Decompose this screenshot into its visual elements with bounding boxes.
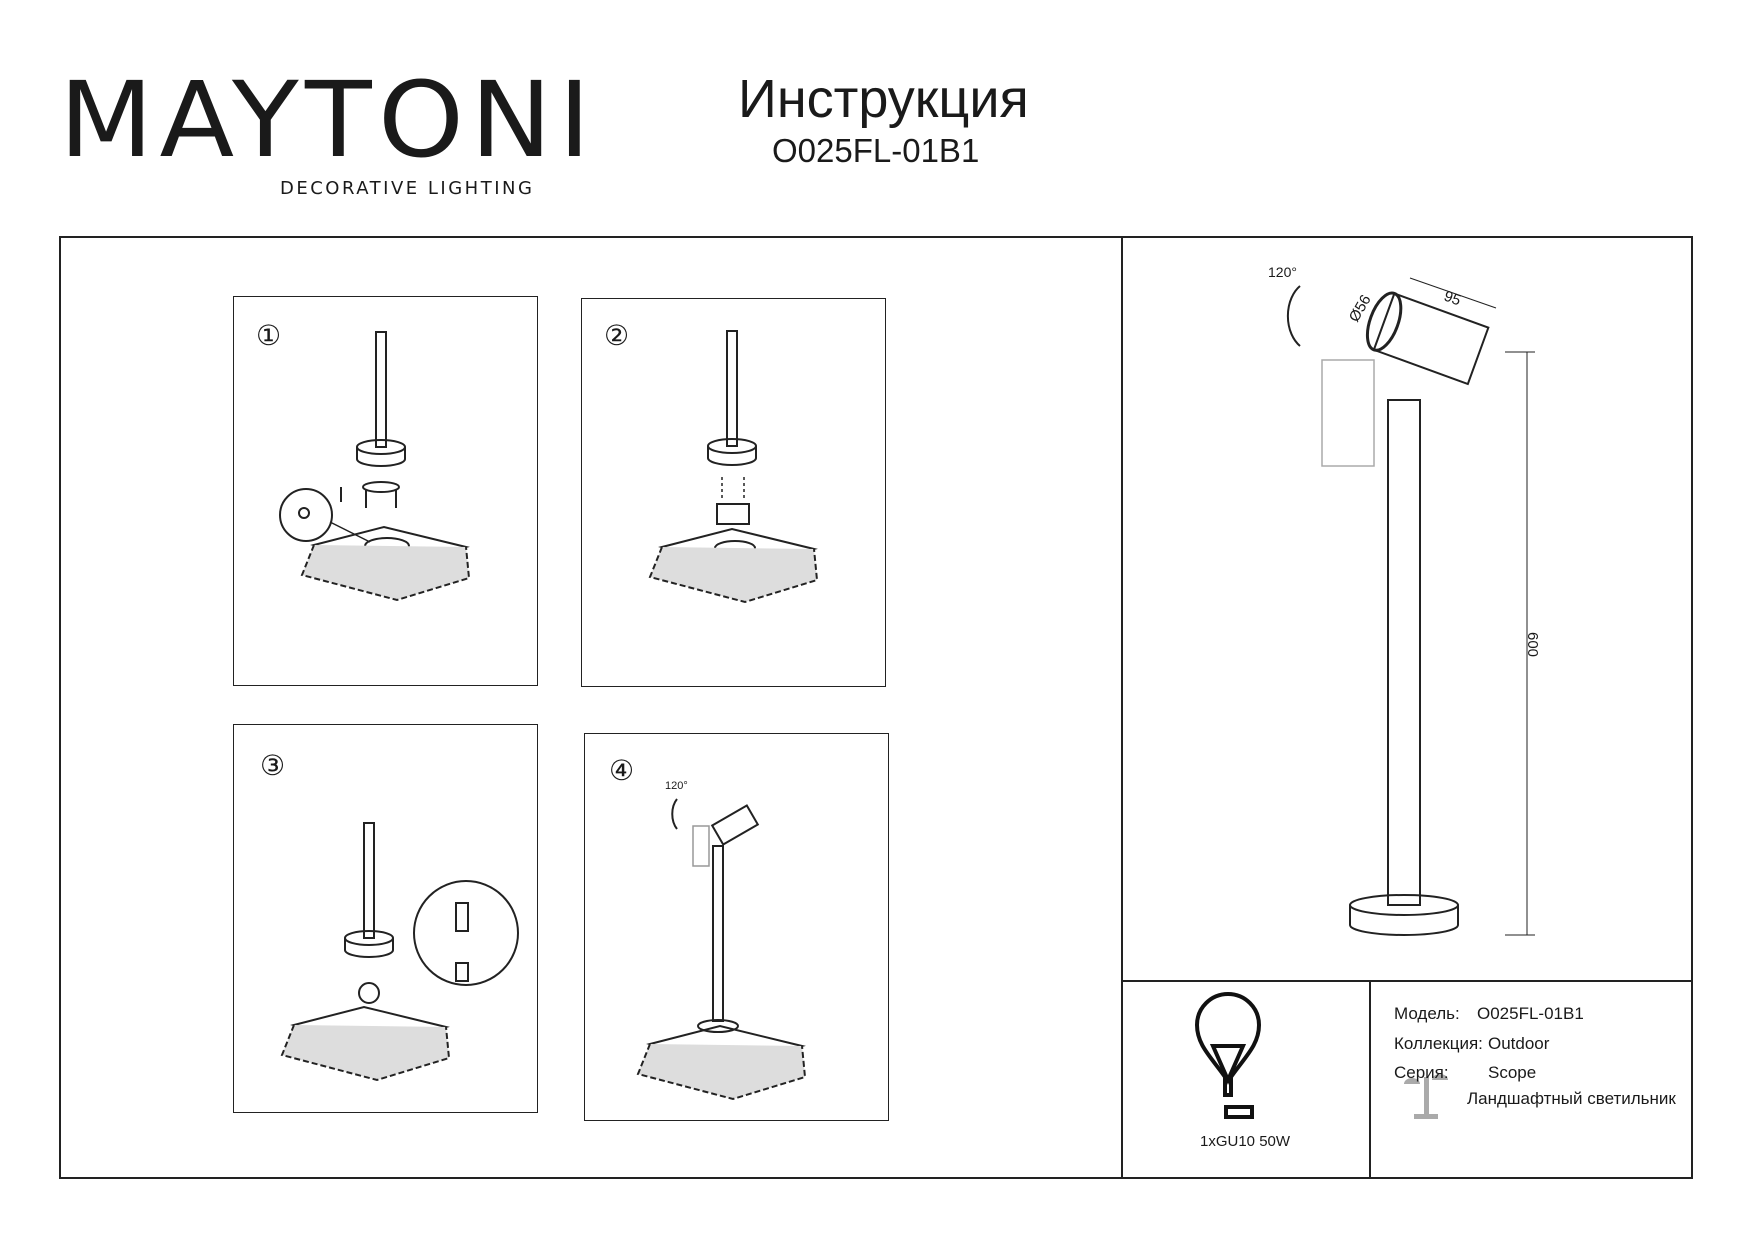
step-3-illustration — [280, 822, 519, 1082]
step-4-panel: ④ 120° — [584, 733, 889, 1121]
rotation-angle: 120° — [665, 780, 688, 792]
series-label: Серия: — [1394, 1063, 1449, 1082]
brand-logo: MAYTONI — [59, 59, 597, 181]
step-2-panel: ② — [581, 298, 886, 687]
brand-tagline: DECORATIVE LIGHTING — [280, 178, 535, 199]
divider — [1369, 980, 1371, 1179]
step-1-panel: ① — [233, 296, 538, 686]
step-number: ① — [256, 320, 282, 351]
model-value: O025FL-01B1 — [1477, 1004, 1584, 1023]
series-value: Scope — [1488, 1063, 1537, 1082]
page-title: Инструкция — [738, 69, 1029, 129]
step-3-panel: ③ — [233, 724, 538, 1113]
rotation-angle: 120° — [1268, 264, 1297, 280]
divider — [1121, 236, 1123, 1179]
height-dimension: 600 — [1524, 631, 1542, 658]
step-4-illustration — [636, 798, 807, 1101]
step-2-illustration — [648, 330, 819, 604]
collection-label: Коллекция: — [1394, 1034, 1483, 1053]
step-number: ② — [604, 320, 630, 351]
model-number: O025FL-01B1 — [772, 132, 980, 169]
step-number: ④ — [609, 755, 635, 786]
step-number: ③ — [260, 750, 286, 781]
divider — [1121, 980, 1693, 982]
collection-value: Outdoor — [1488, 1034, 1550, 1053]
model-label: Модель: — [1394, 1004, 1460, 1023]
instruction-frame — [59, 236, 1693, 1179]
type-value: Ландшафтный светильник — [1467, 1089, 1676, 1108]
step-1-illustration — [279, 331, 471, 602]
bulb-label: 1xGU10 50W — [1200, 1133, 1291, 1150]
